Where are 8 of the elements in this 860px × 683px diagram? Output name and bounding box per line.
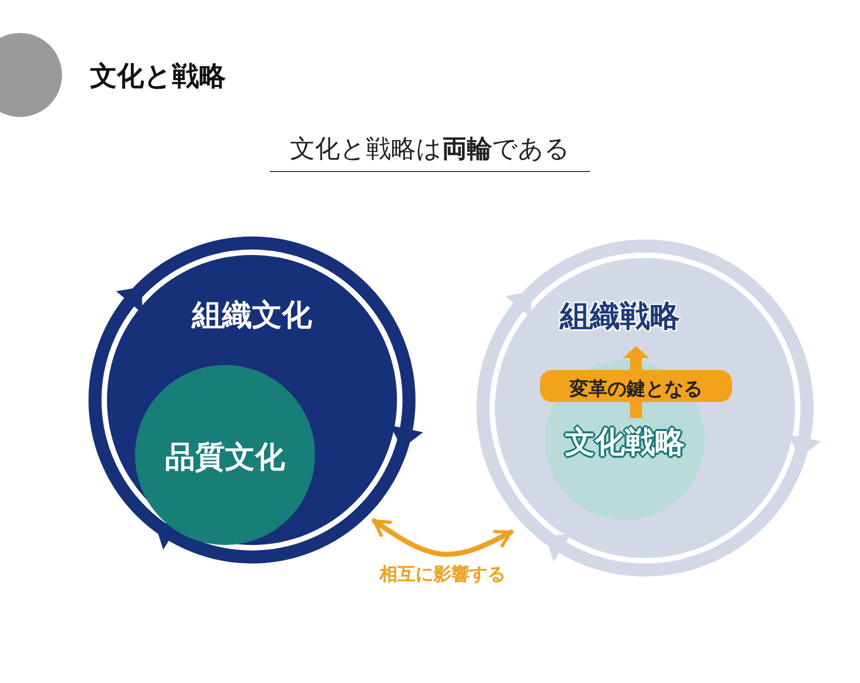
node-text: 変革の鍵となる bbox=[568, 377, 704, 402]
node-text: 組織文化 bbox=[190, 297, 313, 335]
node-text: 品質文化 bbox=[164, 439, 286, 477]
node-text: 文化戦略 bbox=[564, 424, 686, 462]
page-title: 文化と戦略 bbox=[90, 60, 226, 94]
subtitle: 文化と戦略は両輪である bbox=[270, 132, 590, 172]
node-text: 組織戦略 bbox=[558, 298, 681, 336]
double-headed-arrow bbox=[372, 518, 514, 557]
